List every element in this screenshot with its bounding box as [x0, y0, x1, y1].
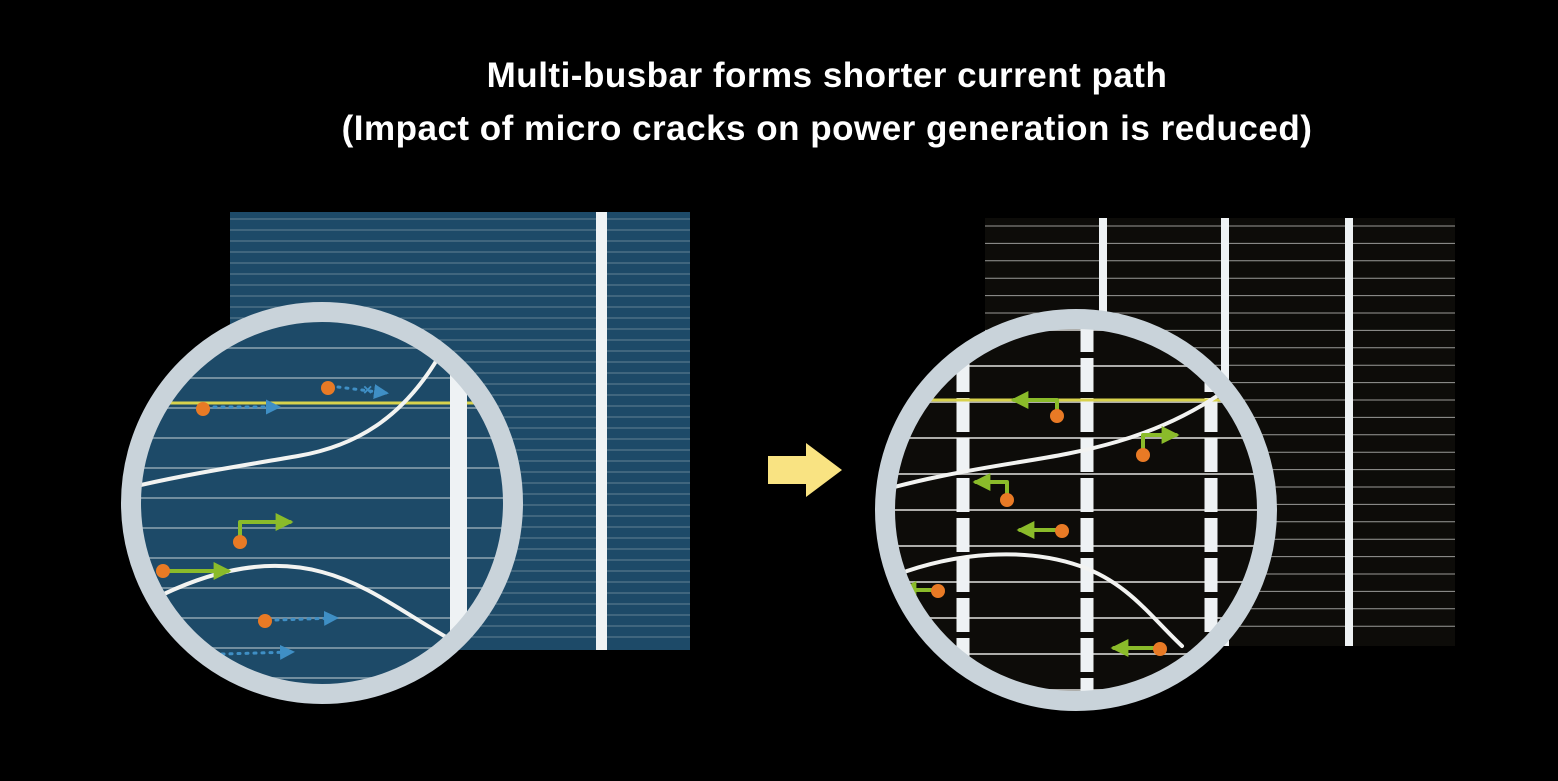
transition-right-arrow-icon — [768, 443, 842, 497]
short-current-path-arrow — [972, 473, 1009, 500]
short-current-path-arrow — [238, 513, 294, 542]
electron-dot — [233, 535, 247, 549]
micro-crack-line — [140, 356, 440, 489]
electron-dot — [156, 564, 170, 578]
electron-dot — [1153, 642, 1167, 656]
electron-dot — [321, 381, 335, 395]
diagram-title-line-1: Multi-busbar forms shorter current path — [486, 56, 1168, 95]
blocked-path-x-mark: × — [363, 382, 372, 399]
short-current-path-arrow — [1141, 426, 1180, 455]
micro-crack-line — [894, 552, 1184, 648]
diagram-title-line-2: (Impact of micro cracks on power generat… — [341, 108, 1313, 148]
micro-crack-line — [894, 392, 1222, 494]
single-busbar — [596, 212, 607, 650]
magnified-single-busbar — [450, 321, 467, 685]
electron-dot — [1050, 409, 1064, 423]
diagram-title: Multi-busbar forms shorter current path … — [96, 50, 1558, 155]
micro-crack-line — [140, 563, 460, 646]
right-magnifier-ring — [875, 309, 1277, 711]
right-magnifier — [875, 309, 1277, 711]
left-magnifier-ring — [121, 302, 523, 704]
left-magnifier: × — [121, 302, 523, 704]
electron-dot — [1136, 448, 1150, 462]
multi-busbar-3 — [1345, 218, 1353, 646]
long-current-path-arrow — [274, 610, 339, 626]
long-current-path-arrow — [220, 644, 295, 660]
electron-dot — [1000, 493, 1014, 507]
electron-dot — [258, 614, 272, 628]
electron-dot — [1055, 524, 1069, 538]
electron-dot — [196, 402, 210, 416]
left-magnifier-background — [140, 321, 504, 685]
electron-dot — [931, 584, 945, 598]
long-current-path-arrow — [336, 384, 389, 399]
